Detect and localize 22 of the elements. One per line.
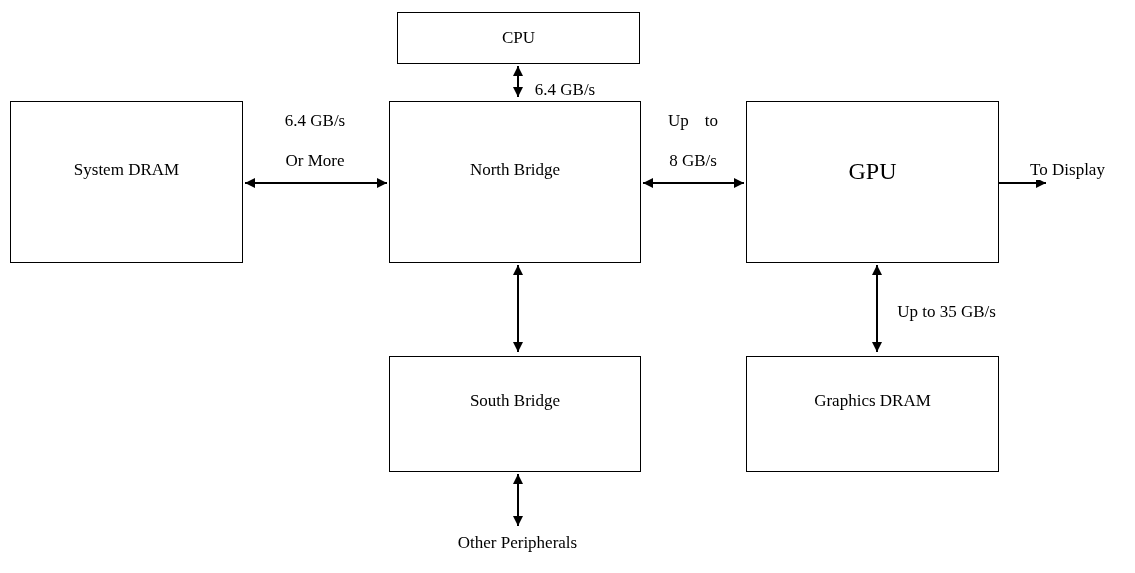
- box-title: GPU: [848, 158, 897, 185]
- arrow: [642, 178, 745, 188]
- arrow: [513, 473, 523, 527]
- box-title: Graphics DRAM: [814, 391, 931, 411]
- component-box: [389, 101, 641, 263]
- edge-label: 6.4 GB/s Or More: [283, 110, 347, 172]
- component-box: [746, 101, 999, 263]
- component-box: [397, 12, 640, 64]
- box-title: CPU: [501, 28, 536, 48]
- arrow: [244, 178, 388, 188]
- edge-label: Up to 8 GB/s: [668, 110, 718, 172]
- arrow: [998, 178, 1047, 188]
- arrow: [513, 65, 523, 98]
- component-box: [10, 101, 243, 263]
- component-label: Other Peripherals: [440, 530, 595, 556]
- component-box: [746, 356, 999, 472]
- box-title: System DRAM: [73, 160, 180, 180]
- box-title: North Bridge: [469, 160, 561, 180]
- arrow: [513, 264, 523, 353]
- component-box: [389, 356, 641, 472]
- box-title: South Bridge: [469, 391, 561, 411]
- arrow: [872, 264, 882, 353]
